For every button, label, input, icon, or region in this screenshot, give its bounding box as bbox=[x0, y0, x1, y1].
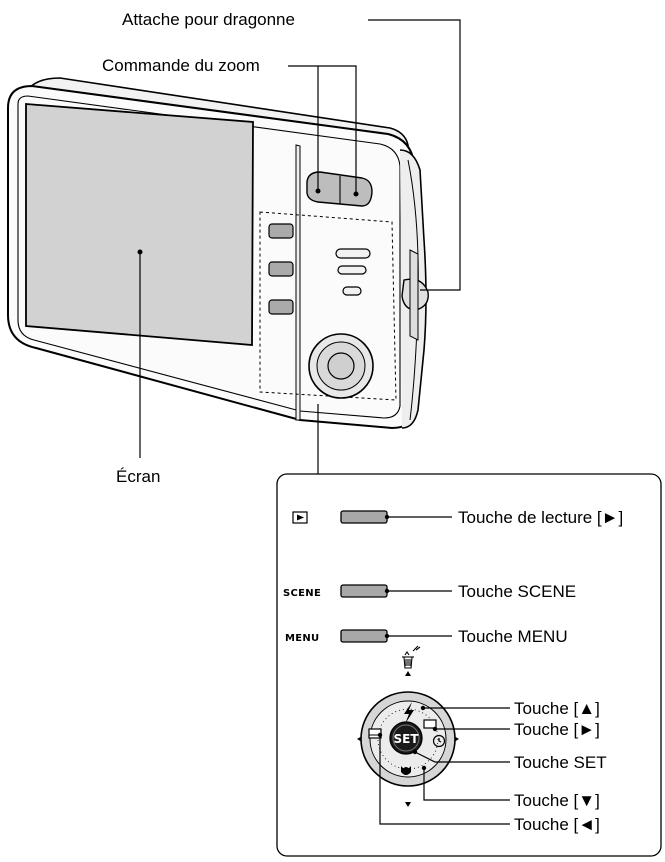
label-scene: Touche SCENE bbox=[458, 582, 576, 601]
scene-mark: SCENE bbox=[283, 588, 321, 599]
label-strap: Attache pour dragonne bbox=[122, 10, 295, 29]
trash-icon bbox=[402, 645, 421, 669]
label-playback: Touche de lecture [►] bbox=[458, 508, 623, 527]
scene-button[interactable] bbox=[340, 584, 388, 598]
dial-dotted-ring bbox=[377, 708, 439, 770]
strap-eyelet bbox=[409, 249, 419, 341]
body-playback-button[interactable] bbox=[268, 223, 294, 239]
label-menu: Touche MENU bbox=[458, 627, 568, 646]
dial-up-arrow bbox=[405, 671, 411, 676]
label-left: Touche [◄] bbox=[514, 815, 600, 834]
control-strip bbox=[295, 144, 301, 421]
label-right: Touche [►] bbox=[514, 720, 600, 739]
dial-callouts bbox=[379, 707, 510, 825]
label-zoom: Commande du zoom bbox=[102, 56, 260, 75]
body-menu-button[interactable] bbox=[268, 299, 294, 315]
dial-down-arrow bbox=[405, 802, 411, 807]
body-slot-1 bbox=[335, 248, 371, 259]
label-screen: Écran bbox=[116, 467, 160, 486]
body-scene-button[interactable] bbox=[268, 261, 294, 277]
menu-row: MENU Touche MENU bbox=[285, 627, 568, 646]
set-button[interactable] bbox=[389, 721, 423, 755]
playback-button[interactable] bbox=[340, 510, 388, 524]
body-slot-2 bbox=[337, 265, 367, 275]
camera-body bbox=[7, 77, 429, 430]
buttons-region-outline bbox=[259, 211, 397, 401]
label-up: Touche [▲] bbox=[514, 699, 600, 718]
label-set: Touche SET bbox=[514, 753, 607, 772]
playback-row: Touche de lecture [►] bbox=[292, 508, 623, 527]
dial-callout-points bbox=[377, 705, 438, 771]
body-slot-3 bbox=[342, 286, 362, 296]
body-dial-center[interactable] bbox=[327, 352, 355, 380]
self-timer-icon bbox=[423, 719, 446, 748]
macro-icon bbox=[401, 766, 411, 775]
camera-callouts bbox=[139, 19, 461, 474]
label-down: Touche [▼] bbox=[514, 791, 600, 810]
menu-button[interactable] bbox=[340, 629, 388, 643]
menu-mark: MENU bbox=[285, 633, 319, 644]
detail-panel bbox=[276, 473, 662, 857]
lcd-screen bbox=[25, 103, 254, 346]
flash-icon bbox=[404, 702, 414, 724]
camera-back-inner bbox=[17, 95, 401, 419]
scene-row: SCENE Touche SCENE bbox=[283, 582, 576, 601]
set-mark: SET bbox=[393, 732, 419, 746]
